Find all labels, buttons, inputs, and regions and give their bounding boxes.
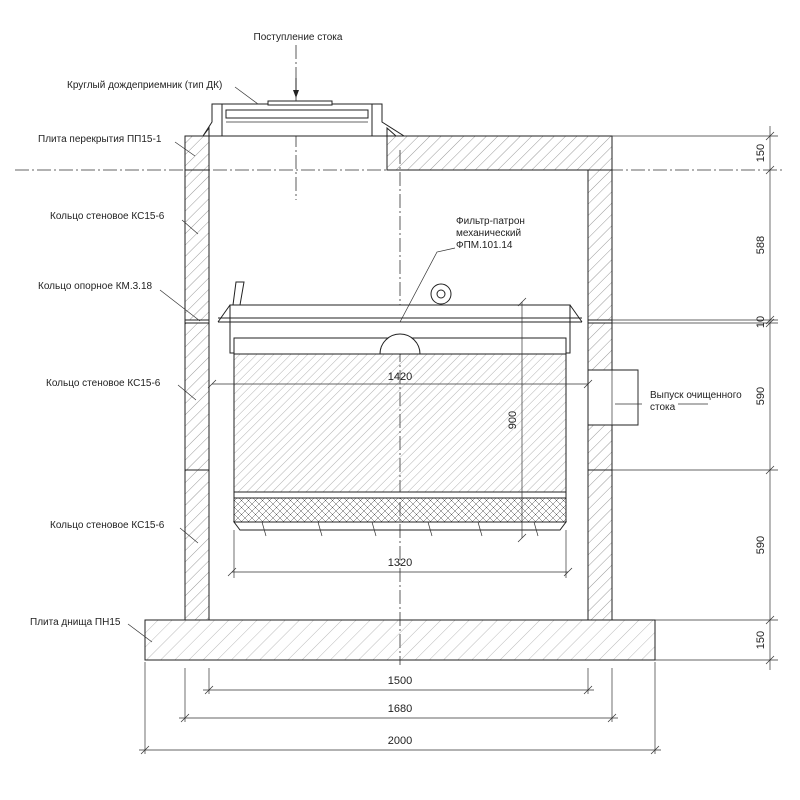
- handle-left: [232, 281, 245, 306]
- leader-ring-bottom: [179, 527, 199, 544]
- filter-media: [233, 353, 567, 495]
- center-port: [379, 333, 421, 355]
- label-ring-top: Кольцо стеновое КС15-6: [50, 211, 165, 222]
- label-outlet-line2: стока: [650, 402, 676, 413]
- label-ring-mid: Кольцо стеновое КС15-6: [46, 378, 161, 389]
- dim-150-bottom: 150: [755, 631, 767, 649]
- label-slab: Плита перекрытия ПП15-1: [38, 134, 162, 145]
- wall-left-ring-top: [184, 169, 210, 321]
- leader-filter: [399, 247, 456, 323]
- dim-900: 900: [507, 411, 519, 429]
- dim-1680: 1680: [388, 703, 412, 715]
- label-inlet: Круглый дождеприемник (тип ДК): [67, 80, 222, 91]
- label-outlet-line1: Выпуск очищенного: [650, 390, 742, 401]
- storm-inlet: [202, 103, 406, 137]
- dim-1320: 1320: [388, 557, 412, 569]
- label-support-ring: Кольцо опорное КМ.3.18: [38, 281, 153, 292]
- dim-588: 588: [755, 236, 767, 254]
- leader-ring-mid: [177, 384, 197, 401]
- wall-left-ring-mid: [184, 322, 210, 471]
- leader-inlet: [234, 86, 259, 105]
- top-slab-left: [184, 135, 210, 171]
- dim-1500: 1500: [388, 675, 412, 687]
- lifting-eye: [430, 283, 452, 305]
- wall-left-ring-bottom: [184, 469, 210, 621]
- dim-150-top: 150: [755, 144, 767, 162]
- label-filter-line3: ФПМ.101.14: [456, 240, 513, 251]
- label-inflow: Поступление стока: [254, 32, 343, 43]
- wall-right-ring-bottom: [587, 469, 613, 621]
- wall-right-ring-top: [587, 169, 613, 321]
- dim-10: 10: [755, 316, 767, 328]
- label-bottom-slab: Плита днища ПН15: [30, 617, 121, 628]
- top-slab-right: [386, 135, 613, 171]
- outlet-pipe: [587, 369, 639, 426]
- leader-ring-top: [181, 219, 199, 235]
- dim-1420: 1420: [388, 371, 412, 383]
- inlet-grate: [267, 100, 333, 106]
- leader-support: [159, 289, 201, 322]
- dim-2000: 2000: [388, 735, 412, 747]
- bottom-slab: [144, 619, 656, 661]
- leader-bottom-slab: [127, 623, 153, 643]
- label-filter-line2: механический: [456, 228, 521, 239]
- leader-slab: [174, 141, 196, 157]
- filter-mesh: [233, 497, 567, 523]
- dim-590-mid: 590: [755, 387, 767, 405]
- label-ring-bottom: Кольцо стеновое КС15-6: [50, 520, 165, 531]
- dim-590-bottom: 590: [755, 536, 767, 554]
- label-filter-line1: Фильтр-патрон: [456, 216, 525, 227]
